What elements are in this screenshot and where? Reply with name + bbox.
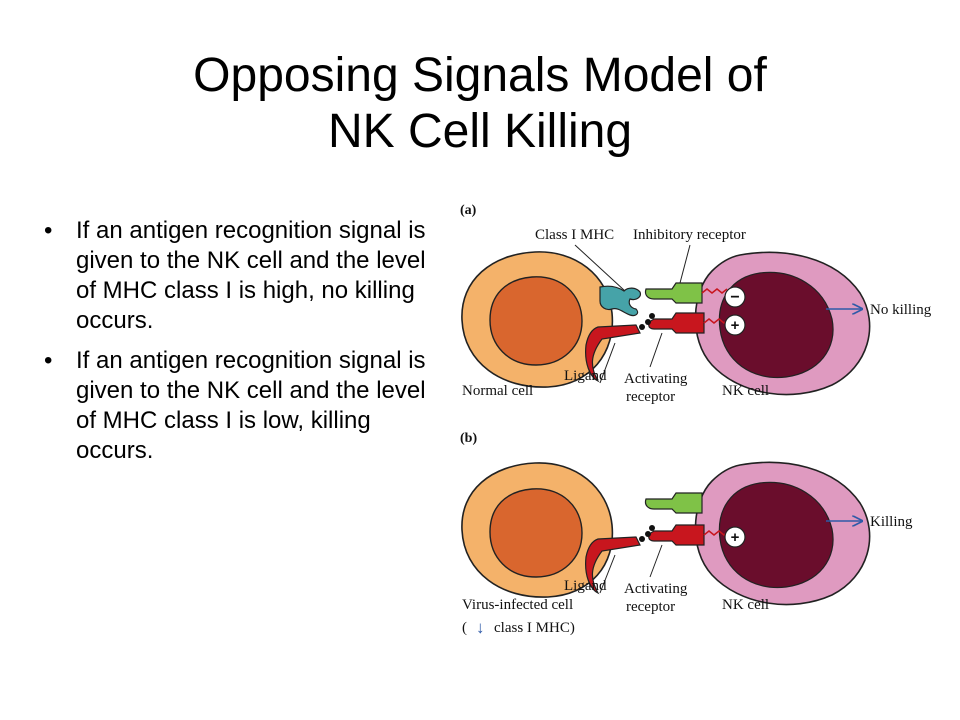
killing-label: Killing <box>870 514 913 530</box>
inhibitory-receptor-icon <box>644 282 703 304</box>
title-line-1: Opposing Signals Model of <box>193 49 767 102</box>
bullet-dot-icon: • <box>44 347 53 374</box>
class-note-open: ( <box>462 620 467 636</box>
bullet-item: • If an antigen recognition signal is giv… <box>40 346 440 466</box>
bullet-list: • If an antigen recognition signal is giv… <box>40 216 440 476</box>
nk-cell-label: NK cell <box>722 597 769 613</box>
minus-sign: − <box>730 289 739 306</box>
nk-cell-nucleus <box>718 481 834 589</box>
plus-sign: + <box>731 317 740 334</box>
no-killing-label: No killing <box>870 302 932 318</box>
normal-cell-nucleus <box>489 276 583 366</box>
activating-receptor-label-1: Activating <box>624 371 688 387</box>
figure-svg: (a) − + Class I MHC Inhibitory receptor … <box>460 203 932 637</box>
title-line-2: NK Cell Killing <box>327 105 633 158</box>
bullet-dot-icon: • <box>44 217 53 244</box>
activating-receptor-label-2: receptor <box>626 599 675 615</box>
activating-receptor-label-2: receptor <box>626 389 675 405</box>
nk-signaling-figure: (a) − + Class I MHC Inhibitory receptor … <box>440 195 950 645</box>
ligand-label: Ligand <box>564 578 607 594</box>
class1-mhc-label: Class I MHC <box>535 227 614 243</box>
normal-cell-label: Normal cell <box>462 383 533 399</box>
slide-title: Opposing Signals Model of NK Cell Killin… <box>0 48 960 160</box>
class1-mhc-icon <box>599 285 641 317</box>
ligand-label: Ligand <box>564 368 607 384</box>
bullet-item: • If an antigen recognition signal is giv… <box>40 216 440 336</box>
plus-sign: + <box>731 529 740 546</box>
virus-infected-cell-label: Virus-infected cell <box>462 597 573 613</box>
inhibitory-receptor-label: Inhibitory receptor <box>633 227 746 243</box>
activating-receptor-icon <box>648 312 705 334</box>
nk-cell-nucleus <box>718 271 834 379</box>
bullet-text: If an antigen recognition signal is give… <box>76 217 426 334</box>
bullet-text: If an antigen recognition signal is give… <box>76 347 426 464</box>
panel-a-label: (a) <box>460 203 477 218</box>
activating-receptor-icon <box>648 524 705 546</box>
ligand-icon <box>585 536 641 595</box>
class-note-text: class I MHC) <box>494 620 575 636</box>
inhibitory-receptor-icon <box>644 492 703 514</box>
down-arrow-icon: ↓ <box>476 618 485 637</box>
panel-b-label: (b) <box>460 431 477 446</box>
ligand-icon <box>585 324 641 383</box>
virus-infected-cell-nucleus <box>489 488 583 578</box>
activating-receptor-label-1: Activating <box>624 581 688 597</box>
nk-cell-label: NK cell <box>722 383 769 399</box>
